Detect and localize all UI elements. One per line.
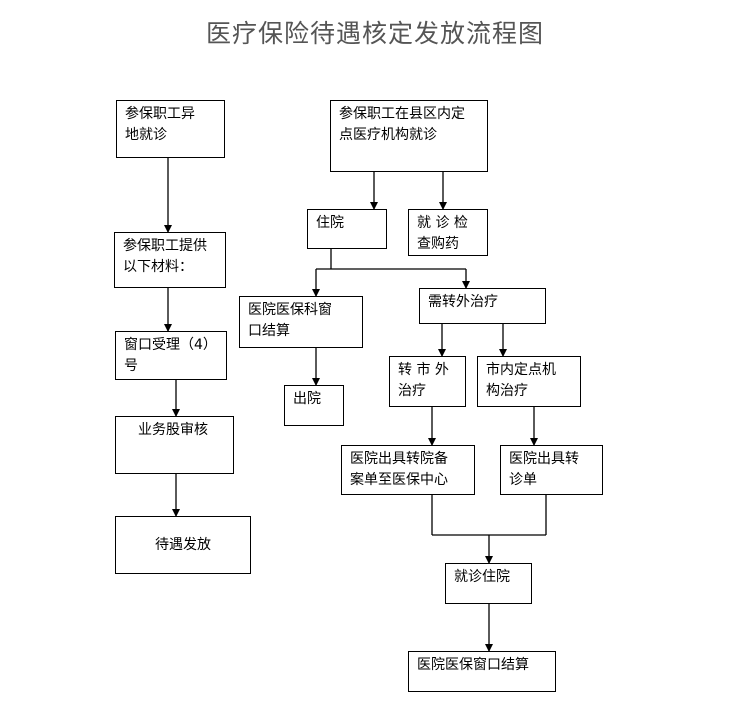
- node-need-transfer: 需转外治疗: [419, 288, 546, 324]
- node-pay: 待遇发放: [115, 516, 251, 574]
- node-hospital-settle: 医院医保科窗 口结算: [239, 296, 363, 348]
- node-remote-visit: 参保职工异 地就诊: [116, 100, 225, 158]
- node-exam-drug: 就 诊 检 查购药: [408, 209, 488, 256]
- node-provide-materials: 参保职工提供 以下材料：: [114, 232, 226, 288]
- node-city-designated: 市内定点机 构治疗: [477, 356, 581, 407]
- node-visit-hospitalize: 就诊住院: [445, 563, 532, 604]
- node-hospital-referral: 医院出具转 诊单: [500, 445, 603, 495]
- node-final-settle: 医院医保窗口结算: [408, 651, 556, 692]
- node-window-accept: 窗口受理（4） 号: [115, 331, 227, 380]
- node-review: 业务股审核: [115, 416, 234, 474]
- node-transfer-city-out: 转 市 外 治疗: [389, 356, 466, 407]
- node-hospital-file: 医院出具转院备 案单至医保中心: [341, 445, 475, 495]
- node-discharge: 出院: [284, 385, 344, 426]
- flowchart-title: 医疗保险待遇核定发放流程图: [205, 19, 544, 48]
- node-local-visit: 参保职工在县区内定 点医疗机构就诊: [330, 100, 488, 172]
- node-hospitalize: 住院: [307, 209, 387, 249]
